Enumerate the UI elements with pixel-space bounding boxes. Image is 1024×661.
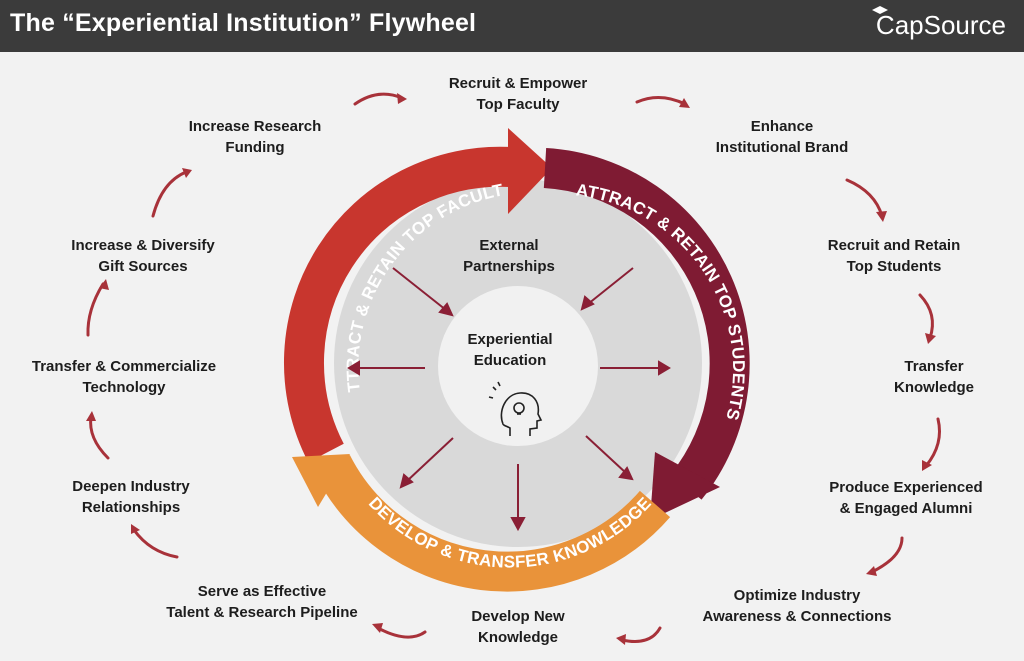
cycle-arrowhead [866, 566, 877, 576]
inner-arrow [406, 437, 454, 482]
knowledge-arc [314, 454, 671, 592]
inner-arrowhead [658, 360, 671, 376]
cycle-arrow [132, 528, 179, 559]
brand-name: CapSource [875, 10, 1006, 40]
students-arrowhead [650, 452, 720, 520]
cycle-arrowhead [372, 623, 383, 633]
cycle-arrow [635, 96, 687, 106]
cycle-arrow [845, 178, 884, 218]
cycle-arrow [151, 170, 188, 218]
cycle-arrowhead [182, 168, 192, 178]
graduation-cap-icon [871, 6, 888, 14]
inner-arrow [585, 435, 627, 474]
header-bar: The “Experiential Institution” Flywheel … [0, 0, 1024, 52]
cycle-arrow [620, 626, 662, 643]
inner-arrowhead [347, 360, 360, 376]
cycle-arrow [918, 293, 934, 340]
cycle-arrow [86, 282, 105, 337]
inner-arrow [392, 267, 447, 311]
flywheel-diagram: ATTRACT & RETAIN TOP FACULTY ATTRACT & R… [0, 52, 1024, 661]
faculty-arrowhead [508, 128, 552, 214]
cycle-arrow [353, 92, 404, 106]
inner-arrowhead [438, 302, 454, 317]
cycle-label-produce-alumni: Produce Experienced& Engaged Alumni [829, 479, 983, 517]
inner-arrowhead [399, 473, 414, 489]
cycle-arrowhead [922, 460, 932, 471]
cycle-arrow [870, 536, 904, 574]
page-title: The “Experiential Institution” Flywheel [10, 9, 477, 37]
knowledge-arrowhead [292, 454, 350, 507]
experiential-education-label: Experiential Education [467, 331, 553, 369]
head-lightbulb-icon [488, 381, 543, 436]
center-disc [438, 286, 598, 446]
cycle-arrowhead [99, 279, 109, 290]
inner-arrow [587, 267, 634, 305]
flywheel-graphic: ATTRACT & RETAIN TOP FACULTY ATTRACT & R… [0, 52, 941, 645]
cycle-arrowhead [876, 211, 887, 222]
external-partnerships-label: External Partnerships [463, 237, 555, 275]
inner-arrowhead [580, 295, 595, 311]
inner-arrowhead [510, 517, 526, 532]
cycle-arrow [89, 415, 110, 460]
cycle-arrowhead [925, 333, 936, 344]
cycle-arrowhead [679, 98, 690, 108]
cycle-arrow [924, 417, 941, 468]
cycle-arrowhead [86, 411, 96, 421]
cycle-arrow [376, 626, 427, 639]
students-arc [543, 148, 750, 500]
cycle-arrowhead [397, 93, 407, 104]
cycle-arrowhead [616, 634, 626, 645]
cycle-arrowhead [131, 524, 140, 534]
brand-logo: CapSource [871, 6, 1006, 41]
inner-arrowhead [618, 466, 634, 481]
faculty-arc [283, 146, 512, 463]
